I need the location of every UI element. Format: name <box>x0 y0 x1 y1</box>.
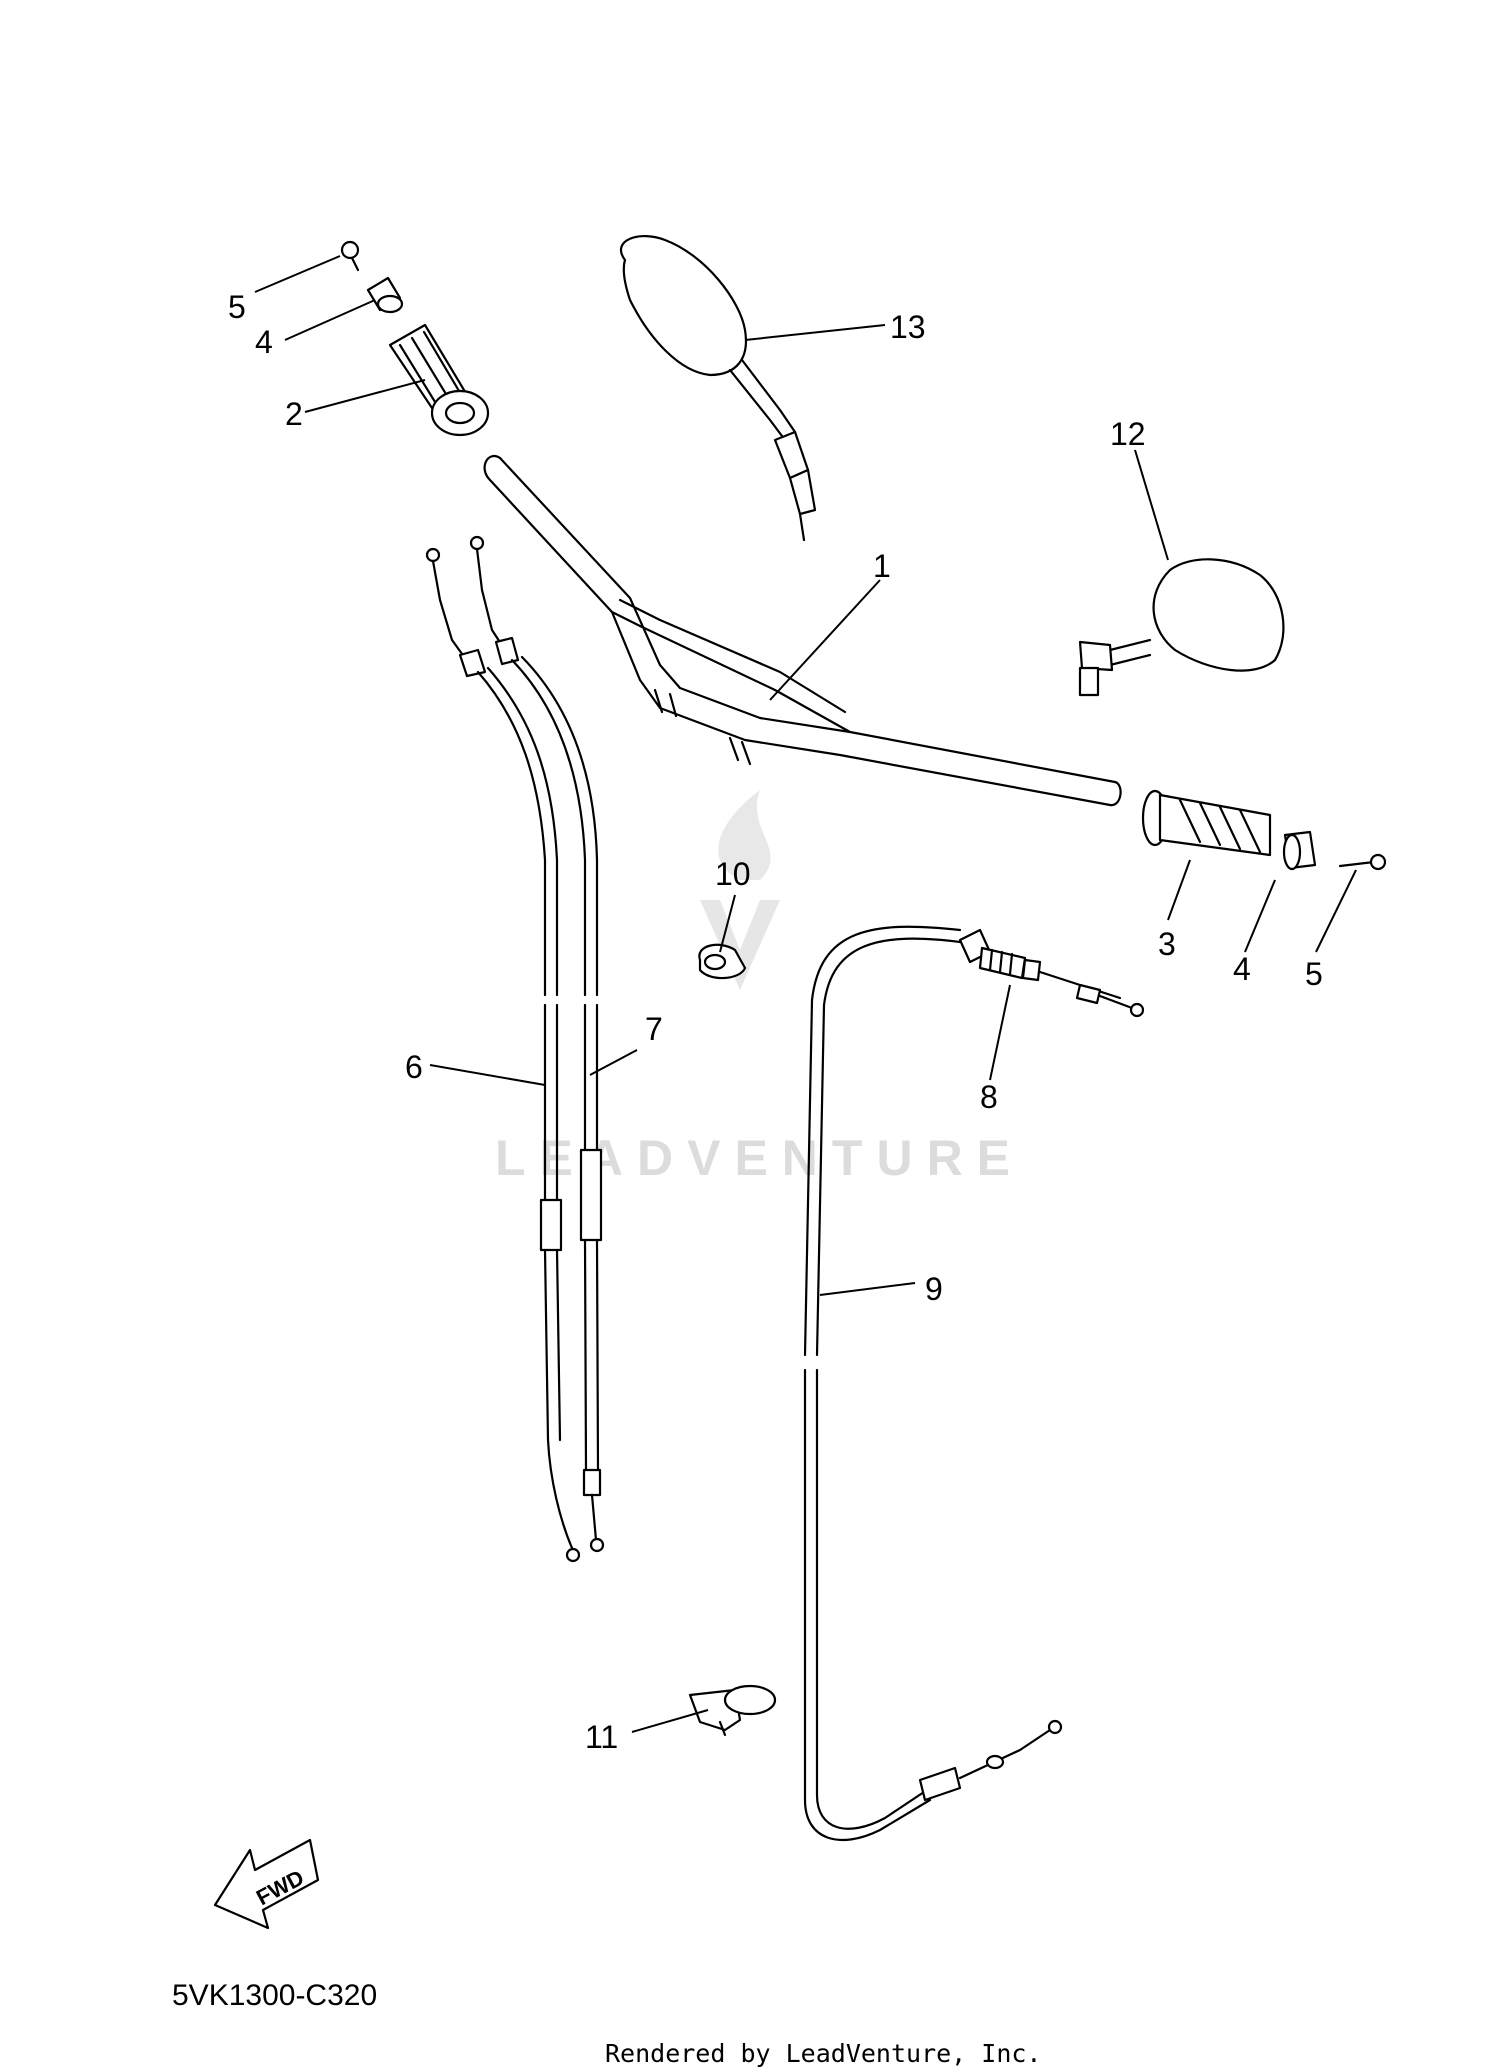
callout-8: 8 <box>980 1079 998 1115</box>
throttle-cable-6 <box>425 547 581 1563</box>
watermark-text: LEADVENTURE <box>495 1130 1024 1186</box>
callout-12: 12 <box>1110 416 1146 452</box>
left-mirror <box>619 235 817 542</box>
handlebar <box>483 455 1122 807</box>
callout-6: 6 <box>405 1049 423 1085</box>
right-grip <box>1141 789 1272 857</box>
callout-7: 7 <box>645 1011 663 1047</box>
callout-11: 11 <box>585 1719 618 1755</box>
throttle-cable-7 <box>469 535 605 1553</box>
cable-adjuster-8 <box>958 928 1145 1018</box>
callout-9: 9 <box>925 1271 943 1307</box>
left-grip <box>388 323 490 437</box>
callout-3: 3 <box>1158 926 1176 962</box>
cable-clamp-11 <box>688 1684 777 1737</box>
watermark: LEADVENTURE <box>495 790 1024 1186</box>
clutch-cable-9 <box>803 925 1063 1842</box>
render-credit: Rendered by LeadVenture, Inc. <box>605 2039 1042 2068</box>
diagram-part-code: 5VK1300-C320 <box>172 1979 377 2012</box>
right-screw <box>1338 853 1387 871</box>
callout-4-left: 4 <box>255 324 273 360</box>
callout-2: 2 <box>285 396 303 432</box>
callout-10: 10 <box>715 856 751 892</box>
callout-labels: 1 2 3 4 4 5 5 6 7 8 9 10 11 12 13 <box>228 289 1323 1755</box>
callout-5-right: 5 <box>1305 956 1323 992</box>
callout-13: 13 <box>890 309 926 345</box>
right-bar-end-weight <box>1282 830 1317 871</box>
callout-4-right: 4 <box>1233 951 1251 987</box>
forward-arrow-icon: FWD <box>213 1838 320 1930</box>
right-mirror <box>1078 558 1285 697</box>
cable-clamp-10 <box>698 943 747 980</box>
leader-lines <box>254 255 1357 1733</box>
callout-5-left: 5 <box>228 289 246 325</box>
left-bar-end-weight <box>366 276 404 314</box>
callout-1: 1 <box>873 548 891 584</box>
left-screw <box>340 240 360 272</box>
